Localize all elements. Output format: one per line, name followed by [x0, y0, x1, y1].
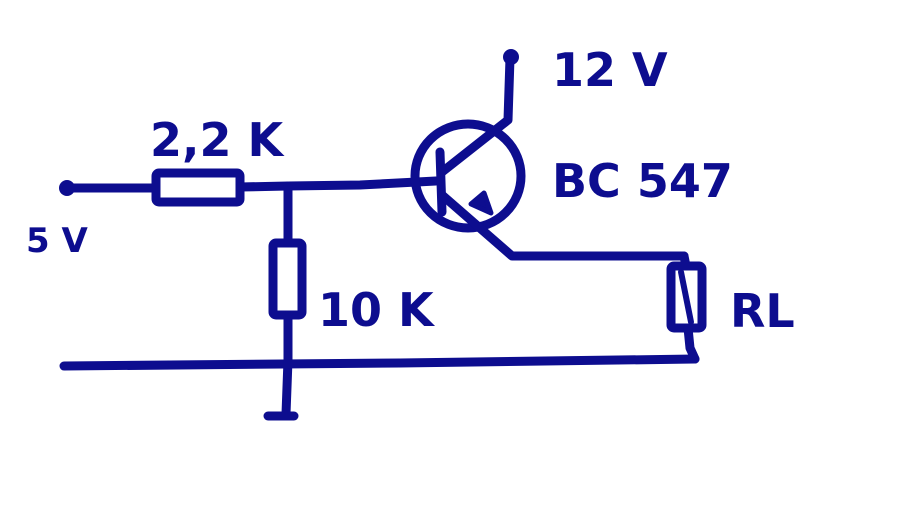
transistor-collector	[437, 53, 515, 177]
pulldown-resistor-label: 10 K	[318, 283, 436, 337]
base-resistor-label: 2,2 K	[150, 113, 286, 167]
pulldown-resistor-body	[268, 238, 307, 320]
transistor-label: BC 547	[552, 154, 733, 208]
supply-voltage-label: 12 V	[552, 43, 668, 97]
load-lower-wire	[683, 323, 700, 364]
ground-rail	[59, 354, 700, 371]
base-resistor-body	[151, 168, 245, 207]
transistor-base-bar	[435, 147, 447, 217]
emitter-arrow-icon	[468, 190, 494, 216]
load-label: RL	[730, 284, 795, 338]
load-resistor-stroke	[678, 269, 694, 325]
transistor-body	[410, 119, 526, 233]
input-voltage-label: 5 V	[26, 221, 88, 261]
base-wire	[235, 176, 441, 192]
transistor-emitter	[437, 190, 689, 261]
supply-terminal-dot	[503, 49, 519, 65]
